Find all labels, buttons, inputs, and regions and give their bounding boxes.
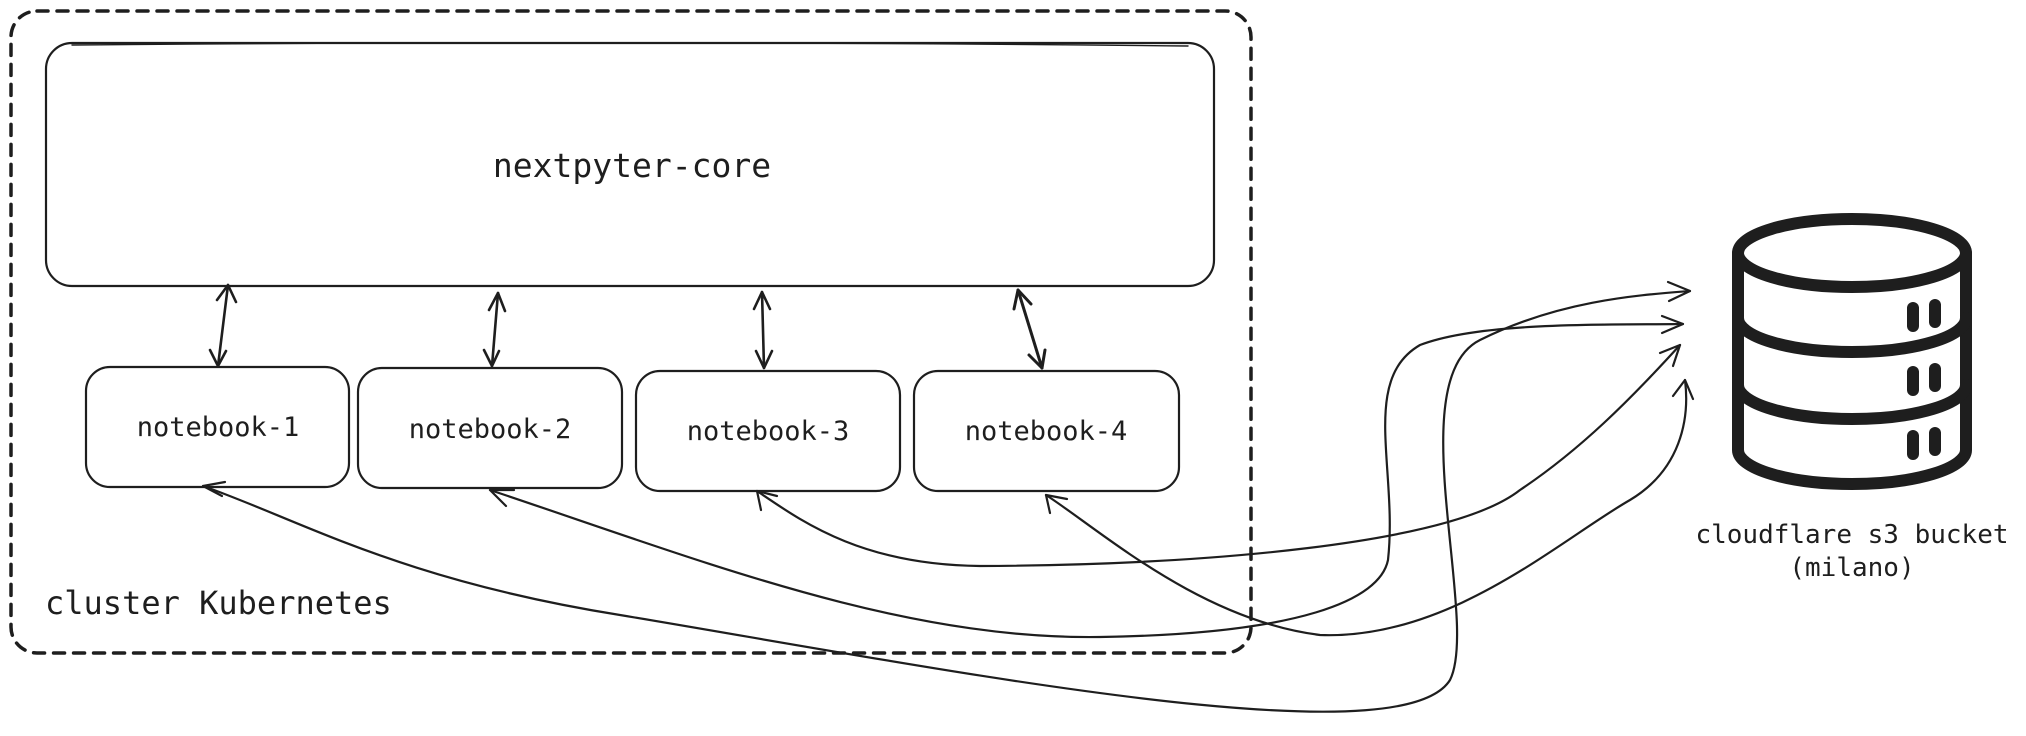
core-notebook-arrow [1012,288,1047,370]
notebook-box [356,366,624,490]
cluster-label: cluster Kubernetes [45,584,392,622]
cluster-boundary [9,9,1253,655]
core-notebook-arrow [482,291,507,368]
notebook-node: notebook-2 [356,366,624,490]
notebook-box [634,369,902,493]
core-node: nextpyter-core [44,41,1216,288]
notebook-label: notebook-2 [409,414,572,445]
notebook-label: notebook-3 [687,416,850,447]
bucket-label: cloudflare s3 bucket [1695,520,2008,550]
notebook-box [912,369,1181,493]
bucket-sublabel: (milano) [1789,553,1914,583]
core-notebook-arrow [208,283,238,368]
notebook-bucket-arrow [755,343,1682,568]
notebook-label: notebook-4 [965,416,1128,447]
database-icon [1732,213,1972,490]
notebook-node: notebook-4 [912,369,1181,493]
core-label: nextpyter-core [493,146,771,185]
notebook-node: notebook-1 [84,365,351,489]
notebook-bucket-arrow [488,314,1685,639]
notebook-bucket-arrow [201,280,1692,713]
notebook-node: notebook-3 [634,369,902,493]
core-notebook-arrow [752,290,774,370]
core-box-sketch [71,42,1189,47]
notebook-label: notebook-1 [137,412,300,443]
notebook-bucket-arrow [1044,378,1695,637]
